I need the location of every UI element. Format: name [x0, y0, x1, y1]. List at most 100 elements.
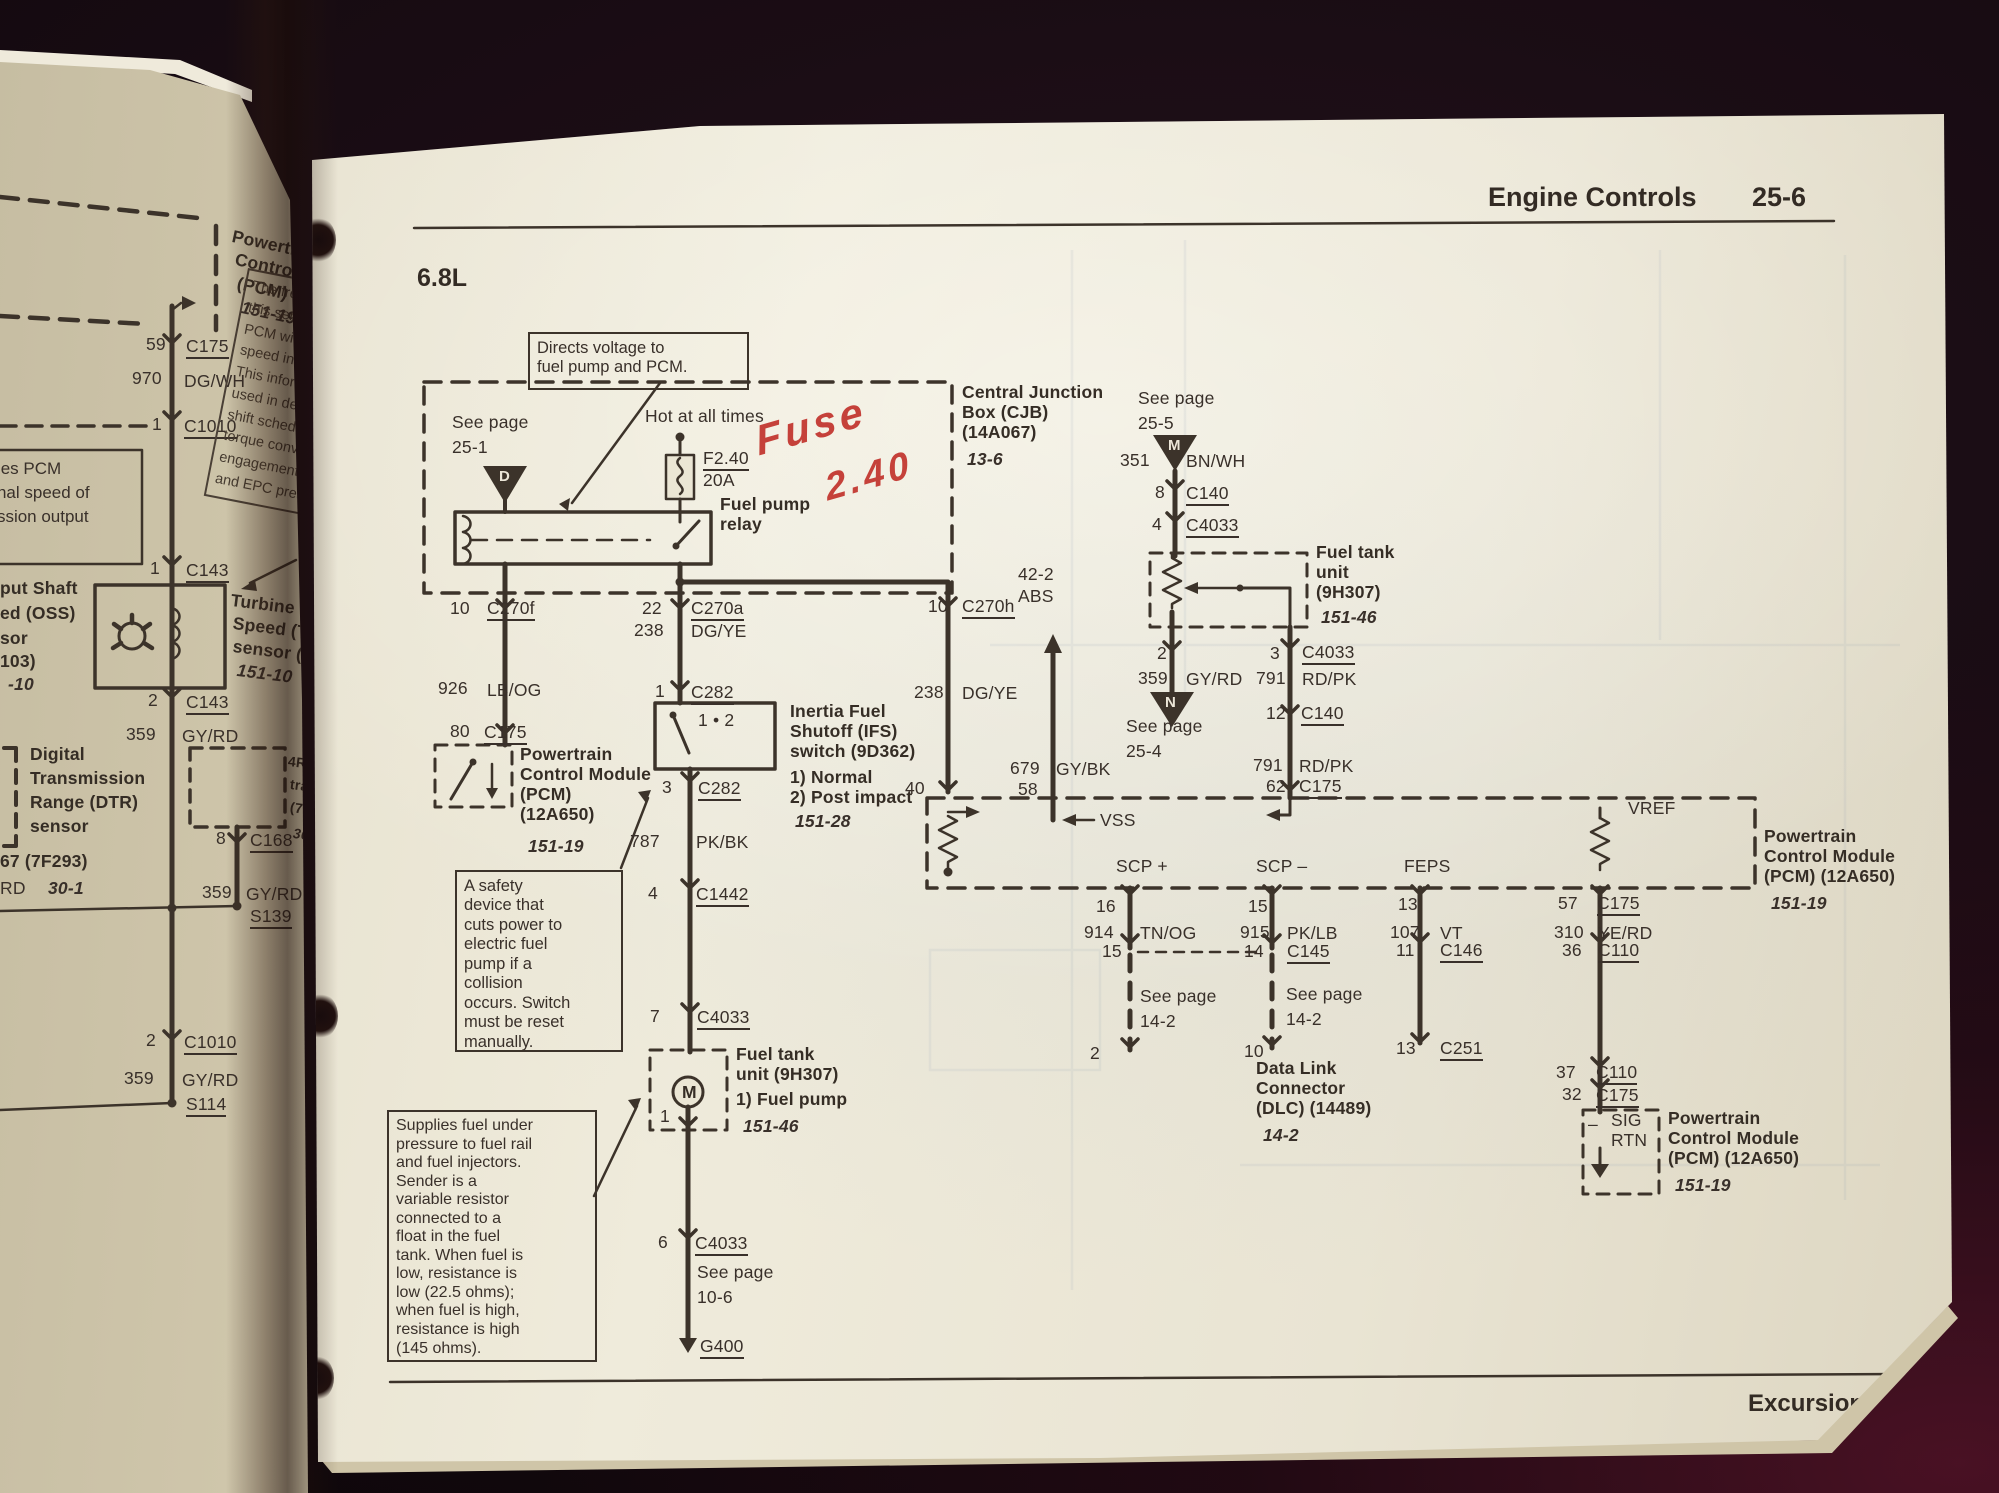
wire-label: 42-2 — [1018, 564, 1054, 584]
wire-label: BN/WH — [1186, 451, 1246, 471]
wire-label: 25-1 — [452, 437, 488, 457]
wire-label: ABS — [1018, 586, 1054, 606]
wire-label: C175 — [1299, 777, 1342, 799]
wire-label: VT — [1440, 923, 1463, 943]
wire-label: 2 — [146, 1030, 156, 1050]
wire-label: Hot at all times — [645, 406, 764, 426]
wire-label: SCP + — [1116, 856, 1168, 876]
wire-label: relay — [720, 514, 762, 534]
wire-label: C168 — [250, 831, 293, 853]
wire-label: 30-1 — [48, 878, 84, 898]
wire-label: Fuel pump — [720, 494, 811, 514]
wire-label: Digital — [30, 744, 85, 764]
wire-label: ed (OSS) — [0, 603, 76, 623]
wire-label: M — [1168, 437, 1181, 454]
wire-label: 11 — [1396, 940, 1415, 960]
wire-label: (PCM) (12A650) — [1764, 866, 1896, 886]
wire-label: 2) Post impact — [790, 787, 913, 807]
wire-label: 14 — [1244, 941, 1264, 961]
wire-label: Control Module — [1668, 1128, 1800, 1148]
wire-label: 151-28 — [795, 811, 851, 831]
wire-label: GY/RD — [182, 726, 239, 746]
wire-label: (PCM) — [520, 784, 572, 804]
wire-label: 80 — [450, 721, 470, 741]
wire-label: Powertrain — [520, 744, 613, 764]
wire-label: 1 — [150, 558, 160, 578]
wire-label: Fuel tank — [736, 1044, 815, 1064]
wire-label: Control Module — [520, 764, 652, 784]
wire-label: 15 — [1102, 941, 1122, 961]
wire-label: RD — [0, 878, 26, 898]
wire-label: 13-6 — [967, 449, 1003, 469]
wire-label: 679 — [1010, 758, 1040, 778]
wire-label: 10 — [1244, 1041, 1264, 1061]
wire-label: 310 — [1554, 922, 1584, 942]
wire-label: 32 — [1562, 1084, 1582, 1104]
wire-label: 1) Fuel pump — [736, 1089, 848, 1109]
engine-size-label: 6.8L — [417, 264, 468, 292]
wire-label: 103) — [0, 651, 36, 671]
safety-device-note: A safety device that cuts power to elect… — [455, 870, 623, 1052]
wire-label: 151-46 — [743, 1116, 799, 1136]
wire-label: 926 — [438, 678, 468, 698]
wire-label: 6 — [658, 1232, 668, 1252]
wire-label: 10 — [450, 598, 470, 618]
wire-label: 1 — [152, 414, 162, 434]
wire-label: C270a — [691, 599, 744, 621]
wire-label: S139 — [250, 907, 292, 929]
wire-label: RD/PK — [1302, 669, 1357, 689]
wire-label: 151-19 — [1675, 1175, 1731, 1195]
wire-label: 10-6 — [697, 1287, 733, 1307]
wire-label: See page — [1126, 716, 1203, 736]
wire-label: M — [682, 1082, 697, 1102]
wire-label: C143 — [186, 561, 229, 583]
wire-label: 58 — [1018, 779, 1038, 799]
wire-label: LB/OG — [487, 680, 542, 700]
wire-label: 10 — [928, 596, 948, 616]
wire-label: unit — [1316, 562, 1349, 582]
wire-label: Shutoff (IFS) — [790, 721, 898, 741]
wire-label: C143 — [186, 693, 229, 715]
wire-label: C282 — [691, 683, 734, 705]
wire-label: C1010 — [184, 1033, 237, 1055]
wire-label: Box (CJB) — [962, 402, 1049, 422]
wire-label: C251 — [1440, 1039, 1483, 1061]
wire-label: C175 — [1597, 894, 1640, 916]
wire-label: 8 — [216, 828, 226, 848]
wire-label: 1 — [655, 681, 665, 701]
wire-label: Transmission — [30, 768, 146, 788]
wire-label: Range (DTR) — [30, 792, 139, 812]
wire-label: 151-19 — [528, 836, 584, 856]
wire-label: C270f — [487, 599, 535, 621]
wire-label: 13 — [1396, 1038, 1416, 1058]
wire-label: GY/RD — [1186, 669, 1243, 689]
wire-label: 40 — [905, 778, 925, 798]
wire-label: 791 — [1256, 668, 1286, 688]
wire-label: 36 — [1562, 940, 1582, 960]
wire-label: C4033 — [697, 1008, 750, 1030]
wire-label: 2 — [148, 690, 158, 710]
wire-label: sensor — [30, 816, 89, 836]
wire-label: 359 — [1138, 668, 1168, 688]
wire-label: Control Module — [1764, 846, 1896, 866]
wire-label: C175 — [186, 337, 229, 359]
wire-label: 1) Normal — [790, 767, 873, 787]
wire-label: GY/RD — [182, 1070, 239, 1090]
wire-label: 1 — [660, 1106, 670, 1126]
wire-label: 2 — [1157, 643, 1167, 663]
wire-label: C110 — [1596, 1063, 1638, 1085]
wire-label: G400 — [700, 1337, 744, 1359]
wire-label: F2.40 — [703, 449, 749, 471]
wire-label: 25-4 — [1126, 741, 1162, 761]
wire-label: C110 — [1598, 941, 1640, 963]
wire-label: sor — [0, 628, 28, 648]
wire-label: TN/OG — [1140, 923, 1197, 943]
wire-label: -10 — [8, 674, 34, 694]
wire-label: C1010 — [184, 417, 237, 439]
page-header-title: Engine Controls — [1488, 182, 1697, 212]
wire-label: See page — [452, 412, 529, 432]
